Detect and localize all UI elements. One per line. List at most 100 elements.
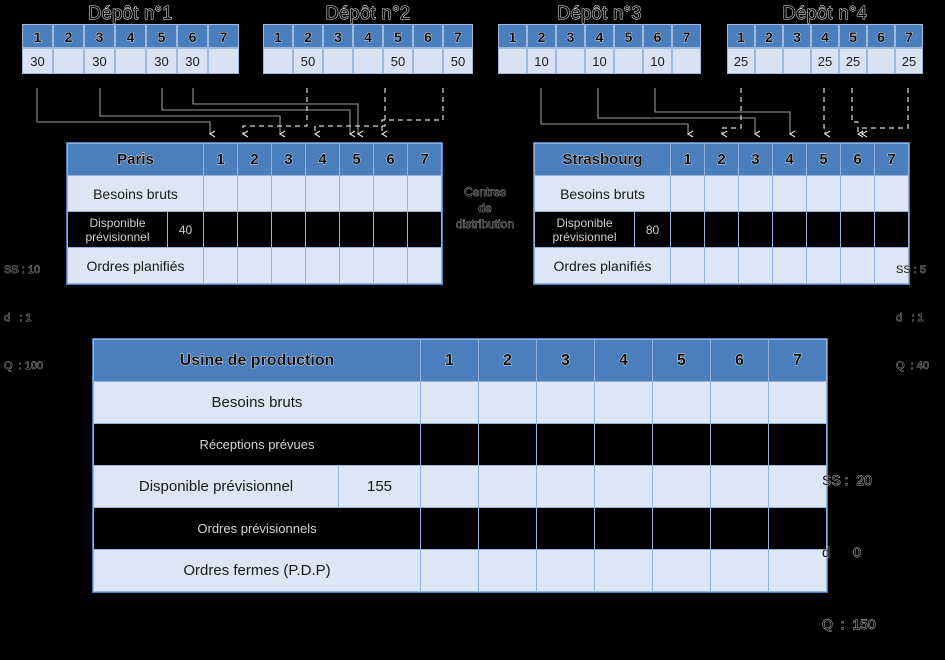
production-data-cell[interactable]: [710, 465, 769, 508]
depot-value-cell[interactable]: 10: [643, 48, 672, 74]
cdc-data-cell[interactable]: [840, 247, 875, 284]
production-data-cell[interactable]: [652, 423, 711, 466]
depot-value-cell[interactable]: 50: [293, 48, 323, 74]
cdc-data-cell[interactable]: [237, 211, 272, 248]
cdc-data-cell[interactable]: [806, 247, 841, 284]
production-data-cell[interactable]: [478, 423, 537, 466]
production-data-cell[interactable]: [420, 549, 479, 592]
depot-value-cell[interactable]: [208, 48, 239, 74]
depot-value-cell[interactable]: 10: [527, 48, 556, 74]
cdc-data-cell[interactable]: [271, 247, 306, 284]
depot-value-cell[interactable]: [672, 48, 701, 74]
depot-value-cell[interactable]: [867, 48, 895, 74]
production-data-cell[interactable]: [420, 507, 479, 550]
depot-value-cell[interactable]: 25: [895, 48, 923, 74]
depot-value-cell[interactable]: [353, 48, 383, 74]
production-data-cell[interactable]: [536, 381, 595, 424]
production-data-cell[interactable]: [478, 465, 537, 508]
production-data-cell[interactable]: [768, 465, 827, 508]
production-data-cell[interactable]: [420, 381, 479, 424]
cdc-data-cell[interactable]: [874, 211, 909, 248]
cdc-data-cell[interactable]: [407, 247, 442, 284]
cdc-data-cell[interactable]: [772, 247, 807, 284]
depot-value-cell[interactable]: 30: [177, 48, 208, 74]
depot-value-cell[interactable]: [53, 48, 84, 74]
production-data-cell[interactable]: [652, 465, 711, 508]
depot-value-cell[interactable]: [783, 48, 811, 74]
cdc-data-cell[interactable]: [373, 175, 408, 212]
cdc-data-cell[interactable]: [237, 247, 272, 284]
depot-value-cell[interactable]: 30: [84, 48, 115, 74]
production-data-cell[interactable]: [710, 507, 769, 550]
production-data-cell[interactable]: [710, 549, 769, 592]
depot-value-cell[interactable]: [115, 48, 146, 74]
cdc-data-cell[interactable]: [874, 175, 909, 212]
cdc-data-cell[interactable]: [704, 175, 739, 212]
cdc-data-cell[interactable]: [339, 247, 374, 284]
cdc-data-cell[interactable]: [373, 211, 408, 248]
cdc-data-cell[interactable]: [772, 175, 807, 212]
cdc-data-cell[interactable]: [237, 175, 272, 212]
cdc-data-cell[interactable]: [704, 247, 739, 284]
cdc-data-cell[interactable]: [670, 211, 705, 248]
cdc-data-cell[interactable]: [203, 175, 238, 212]
production-data-cell[interactable]: [710, 381, 769, 424]
production-data-cell[interactable]: [536, 549, 595, 592]
cdc-data-cell[interactable]: [271, 175, 306, 212]
production-data-cell[interactable]: [710, 423, 769, 466]
depot-value-cell[interactable]: 30: [22, 48, 53, 74]
cdc-data-cell[interactable]: [407, 175, 442, 212]
cdc-data-cell[interactable]: [339, 211, 374, 248]
cdc-data-cell[interactable]: [407, 211, 442, 248]
depot-value-cell[interactable]: [755, 48, 783, 74]
cdc-data-cell[interactable]: [806, 211, 841, 248]
cdc-data-cell[interactable]: [305, 247, 340, 284]
production-data-cell[interactable]: [420, 465, 479, 508]
cdc-initial-value[interactable]: 80: [634, 211, 671, 248]
depot-value-cell[interactable]: [498, 48, 527, 74]
depot-value-cell[interactable]: 25: [727, 48, 755, 74]
cdc-data-cell[interactable]: [305, 211, 340, 248]
production-data-cell[interactable]: [594, 423, 653, 466]
cdc-data-cell[interactable]: [840, 211, 875, 248]
depot-value-cell[interactable]: [614, 48, 643, 74]
production-data-cell[interactable]: [594, 549, 653, 592]
cdc-data-cell[interactable]: [738, 211, 773, 248]
depot-value-cell[interactable]: 50: [383, 48, 413, 74]
cdc-data-cell[interactable]: [339, 175, 374, 212]
production-initial-value[interactable]: 155: [338, 465, 421, 508]
cdc-data-cell[interactable]: [738, 247, 773, 284]
depot-value-cell[interactable]: 30: [146, 48, 177, 74]
cdc-data-cell[interactable]: [203, 247, 238, 284]
production-data-cell[interactable]: [594, 381, 653, 424]
production-data-cell[interactable]: [478, 507, 537, 550]
depot-value-cell[interactable]: 10: [585, 48, 614, 74]
cdc-data-cell[interactable]: [670, 247, 705, 284]
production-data-cell[interactable]: [536, 465, 595, 508]
cdc-data-cell[interactable]: [806, 175, 841, 212]
depot-value-cell[interactable]: [323, 48, 353, 74]
cdc-data-cell[interactable]: [874, 247, 909, 284]
production-data-cell[interactable]: [652, 507, 711, 550]
cdc-data-cell[interactable]: [203, 211, 238, 248]
cdc-initial-value[interactable]: 40: [167, 211, 204, 248]
production-data-cell[interactable]: [594, 507, 653, 550]
depot-value-cell[interactable]: [263, 48, 293, 74]
depot-value-cell[interactable]: 25: [811, 48, 839, 74]
cdc-data-cell[interactable]: [840, 175, 875, 212]
production-data-cell[interactable]: [768, 549, 827, 592]
production-data-cell[interactable]: [768, 423, 827, 466]
cdc-data-cell[interactable]: [738, 175, 773, 212]
cdc-data-cell[interactable]: [373, 247, 408, 284]
production-data-cell[interactable]: [652, 549, 711, 592]
cdc-data-cell[interactable]: [271, 211, 306, 248]
production-data-cell[interactable]: [536, 507, 595, 550]
depot-value-cell[interactable]: [413, 48, 443, 74]
production-data-cell[interactable]: [536, 423, 595, 466]
depot-value-cell[interactable]: 25: [839, 48, 867, 74]
cdc-data-cell[interactable]: [305, 175, 340, 212]
cdc-data-cell[interactable]: [704, 211, 739, 248]
depot-value-cell[interactable]: 50: [443, 48, 473, 74]
production-data-cell[interactable]: [478, 381, 537, 424]
production-data-cell[interactable]: [768, 507, 827, 550]
